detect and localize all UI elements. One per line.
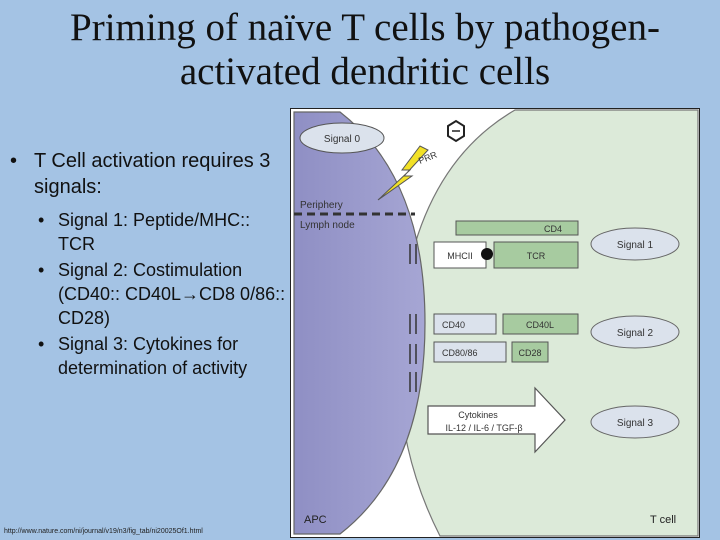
cd28-label: CD28 xyxy=(518,348,541,358)
sub-bullet-list: • Signal 1: Peptide/MHC:: TCR • Signal 2… xyxy=(38,208,290,380)
signal1-oval xyxy=(590,227,680,261)
bullet-list: • T Cell activation requires 3 signals: … xyxy=(10,148,290,382)
signal0-oval xyxy=(299,122,385,154)
tcr-label: TCR xyxy=(527,251,546,261)
cd28-box xyxy=(511,341,549,363)
t-cell-label: T cell xyxy=(650,514,676,526)
signal0-label: Signal 0 xyxy=(324,134,361,145)
periphery-label: Periphery xyxy=(300,200,343,211)
apc-shape xyxy=(293,111,426,535)
bullet-marker: • xyxy=(38,334,45,354)
signal2-label: Signal 2 xyxy=(617,328,654,339)
main-bullet-text: T Cell activation requires 3 signals: xyxy=(34,150,271,198)
t-cell-priming-figure: Periphery Lymph node Signal 0 PRR CD4 MH… xyxy=(290,108,700,538)
source-url[interactable]: http://www.nature.com/ni/journal/v19/n3/… xyxy=(4,528,203,535)
signal1-label: Signal 1 xyxy=(617,240,654,251)
cd40-label: CD40 xyxy=(442,320,465,330)
sub-bullet-text: Signal 3: Cytokines for determination of… xyxy=(58,334,248,378)
receptor-bars xyxy=(409,244,417,392)
cd4-label: CD4 xyxy=(544,224,562,234)
cd40l-label: CD40L xyxy=(526,320,554,330)
cd80-86-box xyxy=(433,341,507,363)
slide-title: Priming of naïve T cells by pathogen- ac… xyxy=(20,6,710,94)
sub-bullet-text: Signal 2: Costimulation (CD40:: CD40L→CD… xyxy=(58,260,286,328)
signal3-label: Signal 3 xyxy=(617,418,654,429)
cd80-86-label: CD80/86 xyxy=(442,348,478,358)
sub-bullet: • Signal 1: Peptide/MHC:: TCR xyxy=(38,208,290,256)
tcr-box xyxy=(493,241,579,269)
lightning-bolt-icon xyxy=(377,145,429,201)
figure-canvas: Periphery Lymph node Signal 0 PRR CD4 MH… xyxy=(290,108,700,538)
cd4-box xyxy=(455,220,579,236)
mhcii-label: MHCII xyxy=(447,251,473,261)
cytokines-label: Cytokines xyxy=(458,410,498,420)
sub-bullet: • Signal 3: Cytokines for determination … xyxy=(38,332,290,380)
bullet-marker: • xyxy=(38,260,45,280)
signal2-oval xyxy=(590,315,680,349)
main-bullet: • T Cell activation requires 3 signals: xyxy=(10,148,290,200)
lymph-node-label: Lymph node xyxy=(300,220,355,231)
bullet-marker: • xyxy=(10,150,18,172)
cytokines-arrow xyxy=(427,386,566,454)
mhcii-box xyxy=(433,241,487,269)
title-line-1: Priming of naïve T cells by pathogen- xyxy=(70,6,660,49)
cytokine-list-label: IL-12 / IL-6 / TGF-β xyxy=(445,423,522,433)
cd40l-box xyxy=(502,313,579,335)
title-line-2: activated dendritic cells xyxy=(179,50,551,93)
peptide-dot xyxy=(481,248,493,260)
bullet-marker: • xyxy=(38,210,45,230)
signal3-oval xyxy=(590,405,680,439)
apc-label: APC xyxy=(304,514,327,526)
sub-bullet: • Signal 2: Costimulation (CD40:: CD40L→… xyxy=(38,258,290,330)
sub-bullet-text: Signal 1: Peptide/MHC:: TCR xyxy=(58,210,251,254)
cd40-box xyxy=(433,313,497,335)
